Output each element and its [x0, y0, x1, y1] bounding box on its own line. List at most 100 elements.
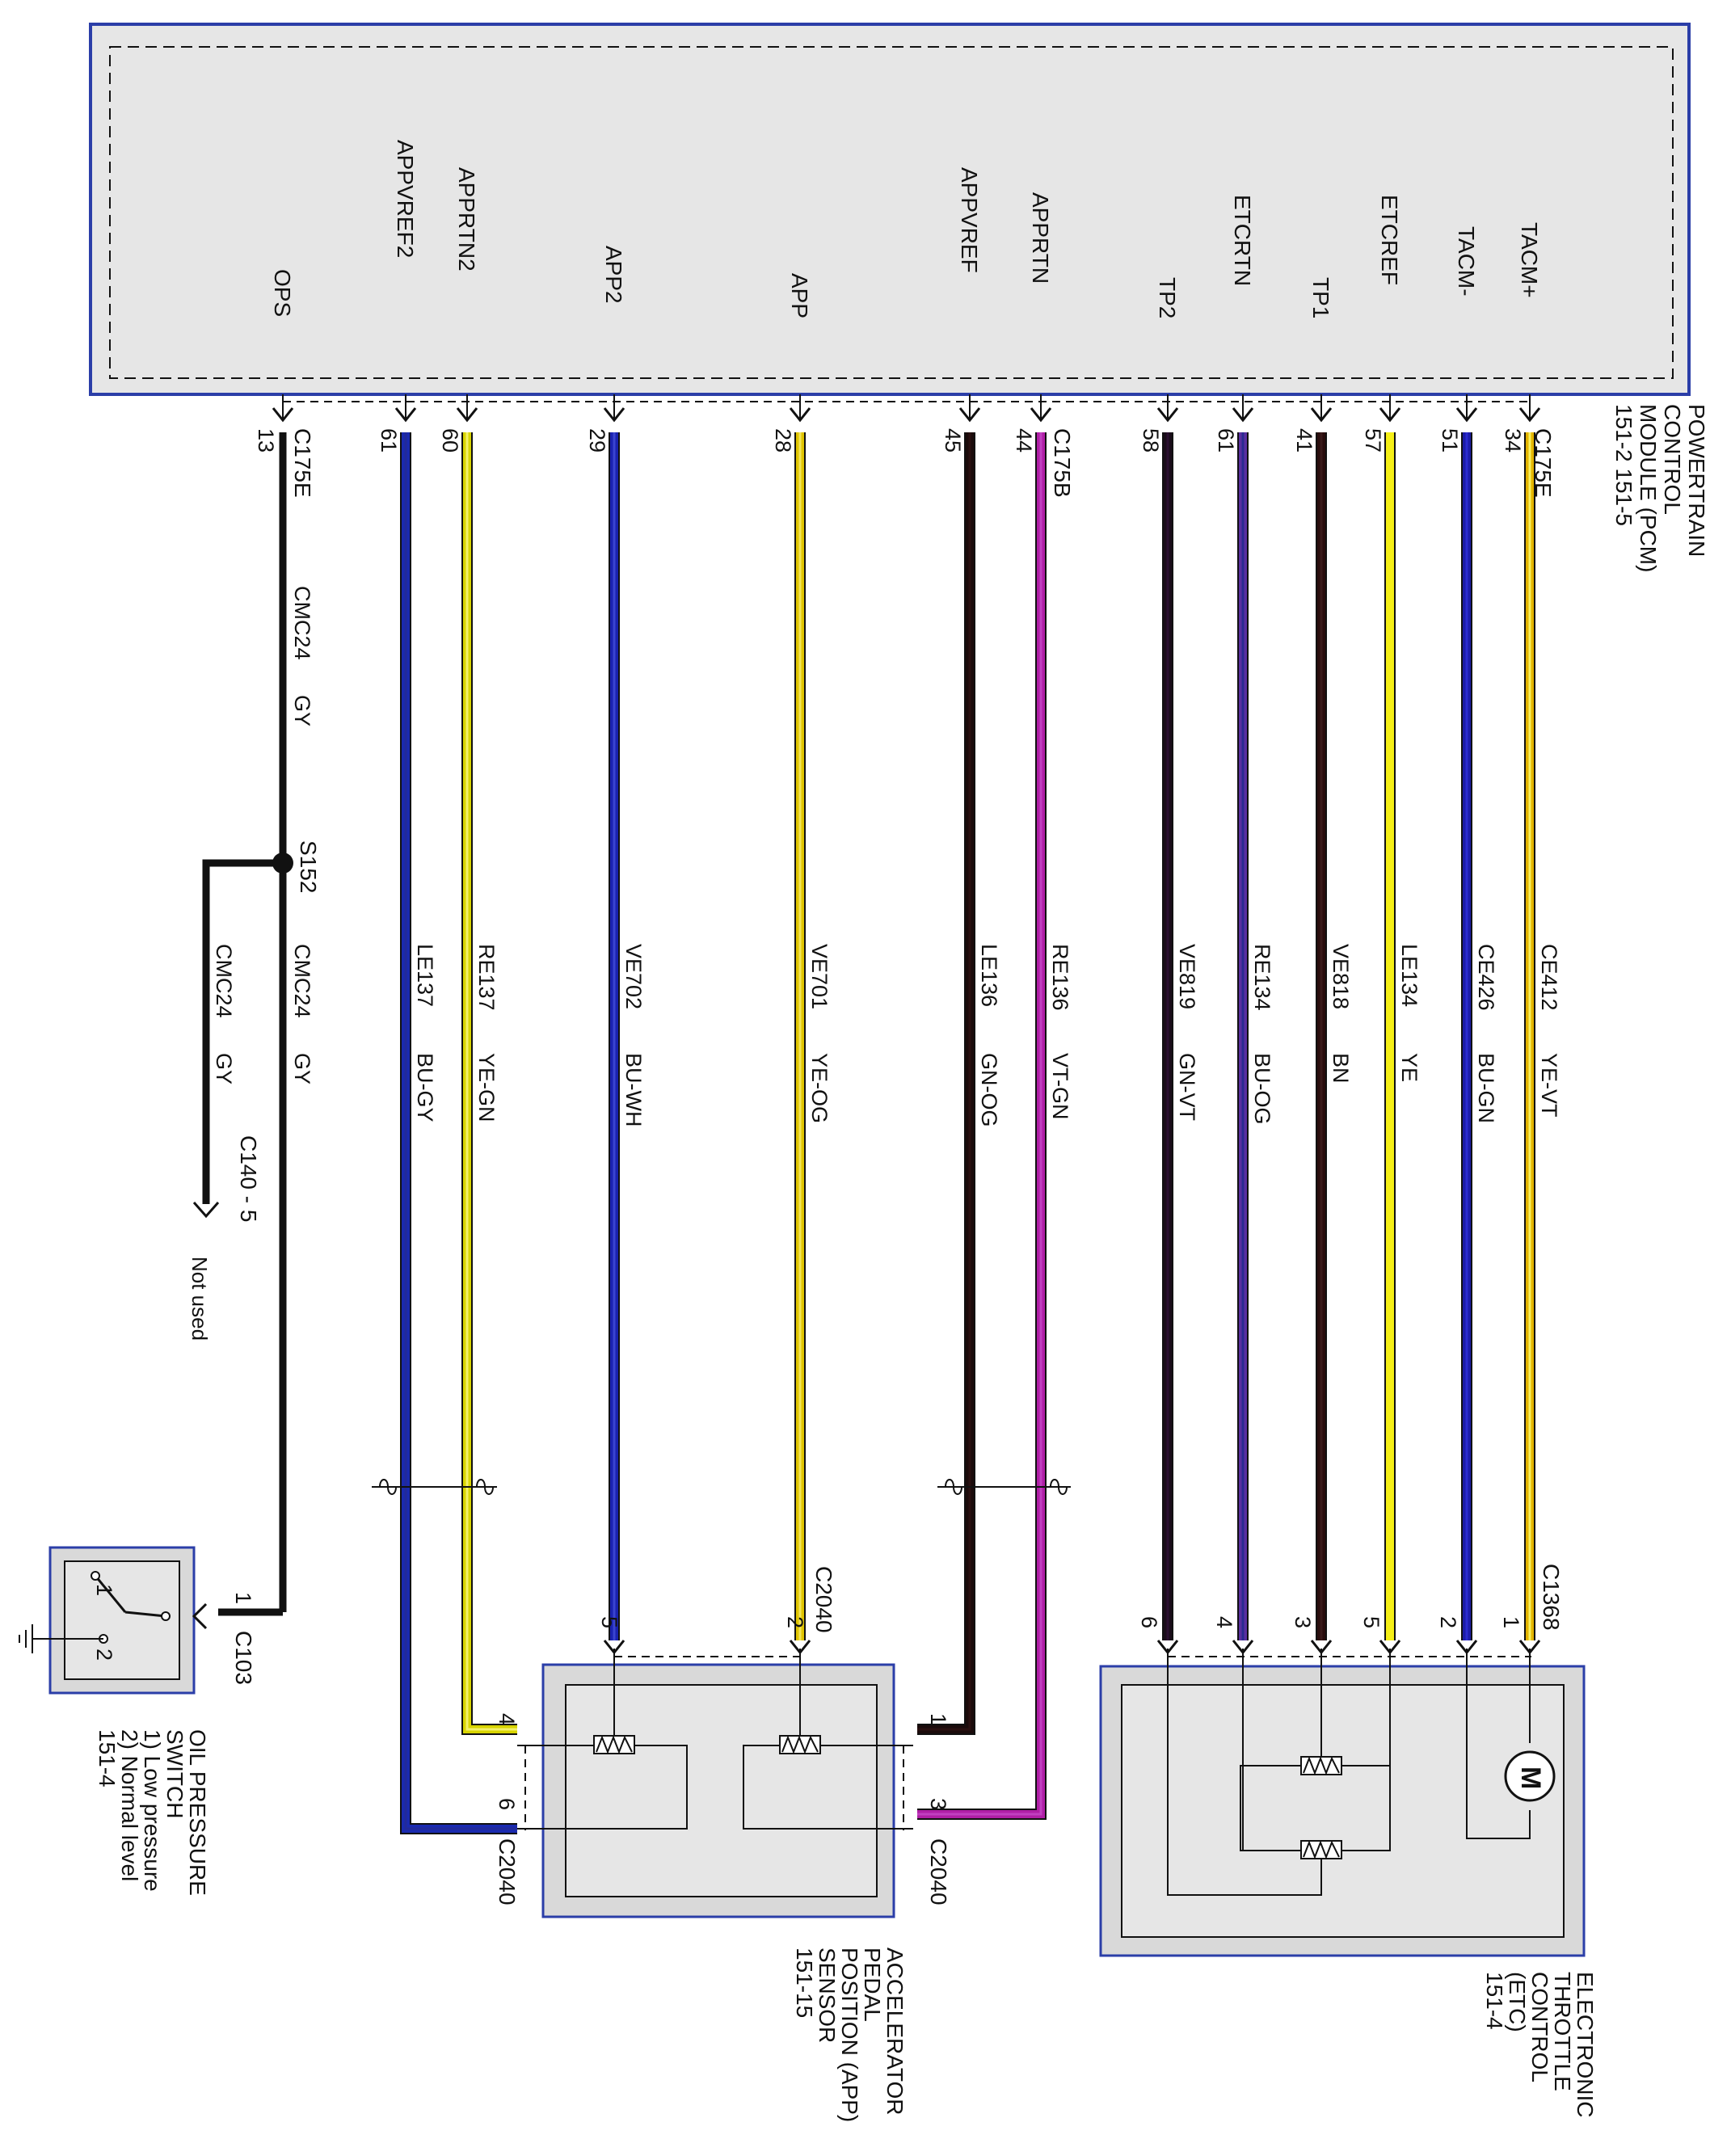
wire-stripe — [917, 432, 971, 1731]
oil-switch-title-5: 151-4 — [95, 1729, 120, 1788]
pin-arrow-icon — [958, 407, 981, 423]
pcm-pin-arrows — [272, 394, 1541, 423]
wire-stripe — [917, 432, 1042, 1816]
pcm-pin-13: 13 — [254, 428, 278, 453]
circuit-id-le136: LE136 — [977, 944, 1001, 1007]
signal-label-ops: OPS — [270, 269, 295, 317]
pcm-connector-left: C175E — [290, 428, 315, 498]
circuit-color-re134: BU-OG — [1250, 1053, 1274, 1125]
app-sensor-box — [517, 1649, 913, 1918]
pcm-pin-58: 58 — [1139, 428, 1163, 453]
twisted-pair-app2 — [372, 1479, 497, 1495]
pcm-signal-labels: TACM+TACM-ETCREFTP1ETCRTNTP2APPRTNAPPVRE… — [270, 140, 1542, 318]
signal-label-apprtn: APPRTN — [1028, 192, 1053, 284]
etc-title-3: CONTROL — [1527, 1972, 1552, 2082]
app-side-pin-4: 4 — [495, 1713, 519, 1725]
circuit-id-le134: LE134 — [1397, 944, 1421, 1007]
twisted-pair-app1 — [937, 1479, 1071, 1495]
wire-stripe — [404, 432, 517, 1830]
splice-label: S152 — [296, 840, 321, 893]
pcm-pin-29: 29 — [585, 428, 609, 453]
circuit-color-re136: VT-GN — [1048, 1053, 1072, 1120]
etc-title: ELECTRONIC THROTTLE CONTROL (ETC) 151-4 — [1482, 1972, 1598, 2117]
oil-switch-pin: 1 — [231, 1592, 255, 1604]
pin-arrow-icon — [603, 407, 625, 423]
wire-group — [400, 432, 1541, 1834]
etc-pin-3: 3 — [1291, 1616, 1315, 1628]
oil-switch-title-4: 2) Normal level — [117, 1729, 142, 1881]
oil-switch-connector: C103 — [231, 1631, 256, 1685]
pcm-pin-51: 51 — [1438, 428, 1462, 453]
pcm-title-line-1: POWERTRAIN — [1684, 404, 1709, 557]
oil-switch-contact-2: 2 — [92, 1649, 116, 1661]
pcm-pin-28: 28 — [771, 428, 795, 453]
pcm-pin-61: 61 — [377, 428, 401, 453]
app-connector-left: C2040 — [495, 1838, 520, 1905]
circuit-id-le137: LE137 — [413, 944, 437, 1007]
circuit-color-le137: BU-GY — [413, 1053, 437, 1122]
signal-label-tacm: TACM+ — [1517, 222, 1542, 298]
pcm-pin-60: 60 — [438, 428, 462, 453]
signal-label-app2: APP2 — [601, 246, 626, 304]
app-title-4: SENSOR — [815, 1948, 840, 2043]
pin-arrow-icon — [1379, 407, 1401, 423]
ops-branch-color: GY — [212, 1053, 236, 1084]
oil-switch-title: OIL PRESSURE SWITCH 1) Low pressure 2) N… — [95, 1729, 210, 1896]
app-title-5: 151-15 — [792, 1948, 817, 2018]
branch-connector: C140 - 5 — [236, 1135, 261, 1222]
ops-branch-circuit: CMC24 — [212, 944, 236, 1018]
pin-arrow-icon — [1310, 407, 1333, 423]
ops-upper-color: GY — [290, 695, 314, 726]
signal-label-apprtn2: APPRTN2 — [454, 167, 479, 272]
etc-title-1: ELECTRONIC — [1573, 1972, 1598, 2117]
app-connector-top: C2040 — [811, 1566, 836, 1633]
pin-arrow-icon — [1232, 407, 1254, 423]
app-top-pin-2: 2 — [783, 1616, 807, 1628]
circuit-color-ve818: BN — [1329, 1053, 1353, 1084]
circuit-id-ce426: CE426 — [1474, 944, 1498, 1011]
circuit-id-ce412: CE412 — [1537, 944, 1561, 1011]
pcm-connector-mid: C175B — [1050, 428, 1075, 498]
signal-label-app: APP — [787, 273, 812, 318]
etc-pin-2: 2 — [1436, 1616, 1460, 1628]
etc-motor-icon — [1504, 1750, 1556, 1802]
signal-label-tp2: TP2 — [1155, 277, 1180, 318]
oil-switch-contact-1: 1 — [92, 1584, 116, 1596]
signal-label-etcref: ETCREF — [1377, 195, 1402, 285]
app-side-pin-3: 3 — [926, 1798, 950, 1810]
app-side-pin-1: 1 — [926, 1713, 950, 1725]
circuit-color-ve701: YE-OG — [807, 1053, 832, 1123]
pcm-title-line-3: MODULE (PCM) — [1636, 404, 1661, 572]
pcm-module — [89, 23, 1691, 396]
signal-label-tacm: TACM- — [1454, 226, 1479, 297]
branch-note: Not used — [187, 1257, 212, 1341]
wire-outline — [917, 432, 975, 1735]
ops-wire — [192, 432, 293, 1616]
pin-arrow-icon — [456, 407, 478, 423]
splice-dot — [272, 853, 293, 874]
etc-title-4: (ETC) — [1505, 1972, 1530, 2032]
oil-switch-title-3: 1) Low pressure — [140, 1729, 165, 1892]
pcm-pin-41: 41 — [1292, 428, 1316, 453]
circuit-id-re136: RE136 — [1048, 944, 1072, 1011]
etc-title-5: 151-4 — [1482, 1972, 1507, 2030]
pcm-pin-44: 44 — [1012, 428, 1036, 453]
pin-arrow-icon — [394, 407, 417, 423]
wire-body — [917, 432, 974, 1733]
app-connector-right: C2040 — [926, 1838, 951, 1905]
ops-lower-color: GY — [290, 1053, 314, 1084]
oil-pressure-switch — [19, 1546, 208, 1695]
circuit-color-ve702: BU-WH — [621, 1053, 646, 1126]
pcm-title: POWERTRAIN CONTROL MODULE (PCM) 151-2 15… — [1611, 404, 1709, 572]
etc-motor-symbol: M — [1515, 1766, 1546, 1789]
circuit-color-ce426: BU-GN — [1474, 1053, 1498, 1123]
circuit-color-ve819: GN-VT — [1175, 1053, 1199, 1121]
signal-label-etcrtn: ETCRTN — [1230, 195, 1255, 286]
pin-arrow-icon — [1518, 407, 1541, 423]
etc-box: M — [1099, 1649, 1586, 1957]
circuit-id-re137: RE137 — [474, 944, 499, 1011]
circuit-color-re137: YE-GN — [474, 1053, 499, 1122]
